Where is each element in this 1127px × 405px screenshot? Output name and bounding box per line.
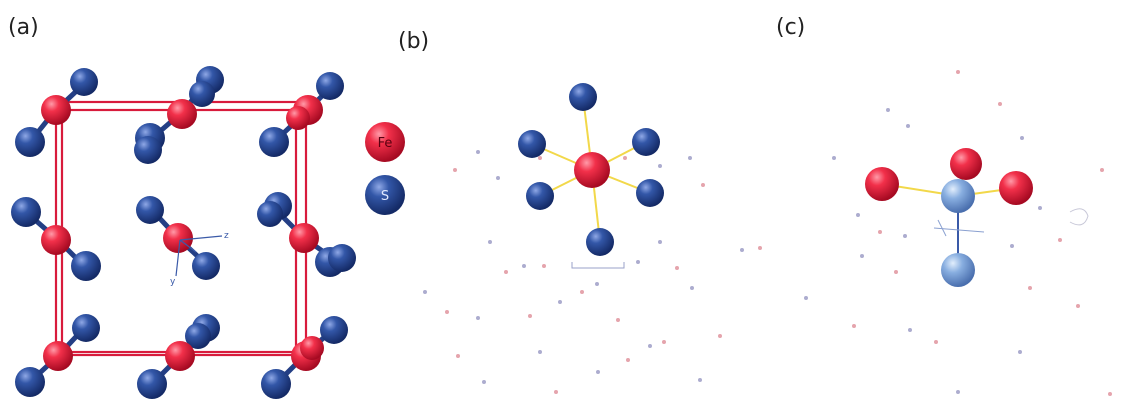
s-atom [192, 252, 220, 280]
fe-atom [163, 223, 193, 253]
fe-atom [286, 106, 310, 130]
s-atom [72, 314, 100, 342]
faint-bracket [571, 262, 625, 269]
background-atoms-c [804, 70, 1112, 396]
fe-atom [165, 341, 195, 371]
fe-atom [43, 341, 73, 371]
fe-atom [41, 225, 71, 255]
s-atom [632, 128, 660, 156]
s-atom [15, 367, 45, 397]
sulfur-atoms-front [11, 123, 356, 399]
s-atom [15, 127, 45, 157]
fe-atom [865, 167, 899, 201]
axis-indicator [175, 235, 223, 277]
s-center-atom [941, 179, 975, 213]
s-atom [134, 136, 162, 164]
fe-atom [950, 148, 982, 180]
s-atom [259, 127, 289, 157]
s-atom [185, 323, 211, 349]
panel-c-s-tetrahedron [804, 70, 1112, 396]
fe-atom [999, 171, 1033, 205]
axis-label-z: z [224, 231, 229, 241]
fe-atom [167, 99, 197, 129]
faint-swirl [1069, 208, 1089, 226]
s-atom [328, 244, 356, 272]
s-atom [257, 201, 283, 227]
s-atom [189, 81, 215, 107]
fe-atom [300, 336, 324, 360]
s-atom [137, 369, 167, 399]
s-atom [526, 182, 554, 210]
panel-label-b: (b) [398, 29, 429, 54]
panel-a-unit-cell: z y [11, 66, 356, 399]
sulfur-atoms-back [70, 66, 348, 349]
legend: Fe S [365, 122, 405, 215]
fe-atom [289, 223, 319, 253]
s-atom [518, 130, 546, 158]
s-atom [320, 316, 348, 344]
panel-label-c: (c) [776, 15, 805, 40]
s-atom [569, 83, 597, 111]
panel-label-a: (a) [8, 15, 39, 40]
s-atom [70, 68, 98, 96]
s-atom [71, 251, 101, 281]
legend-s-label: S [381, 189, 389, 204]
legend-fe-label: Fe [378, 136, 393, 151]
legend-fe-swatch [365, 122, 405, 162]
faint-guides-c [933, 219, 985, 237]
s-atom [636, 179, 664, 207]
s-atom [261, 369, 291, 399]
legend-s-swatch [365, 175, 405, 215]
s-atom [136, 196, 164, 224]
s-atom [941, 253, 975, 287]
fe-center-atom [574, 152, 610, 188]
background-atoms-b [423, 150, 762, 394]
fe-atom [41, 95, 71, 125]
iron-atoms [41, 95, 324, 371]
panel-b-fe-octahedron [423, 83, 762, 394]
s-atom [11, 197, 41, 227]
s-atom [586, 228, 614, 256]
s-atom [316, 72, 344, 100]
axis-label-y: y [170, 277, 176, 287]
